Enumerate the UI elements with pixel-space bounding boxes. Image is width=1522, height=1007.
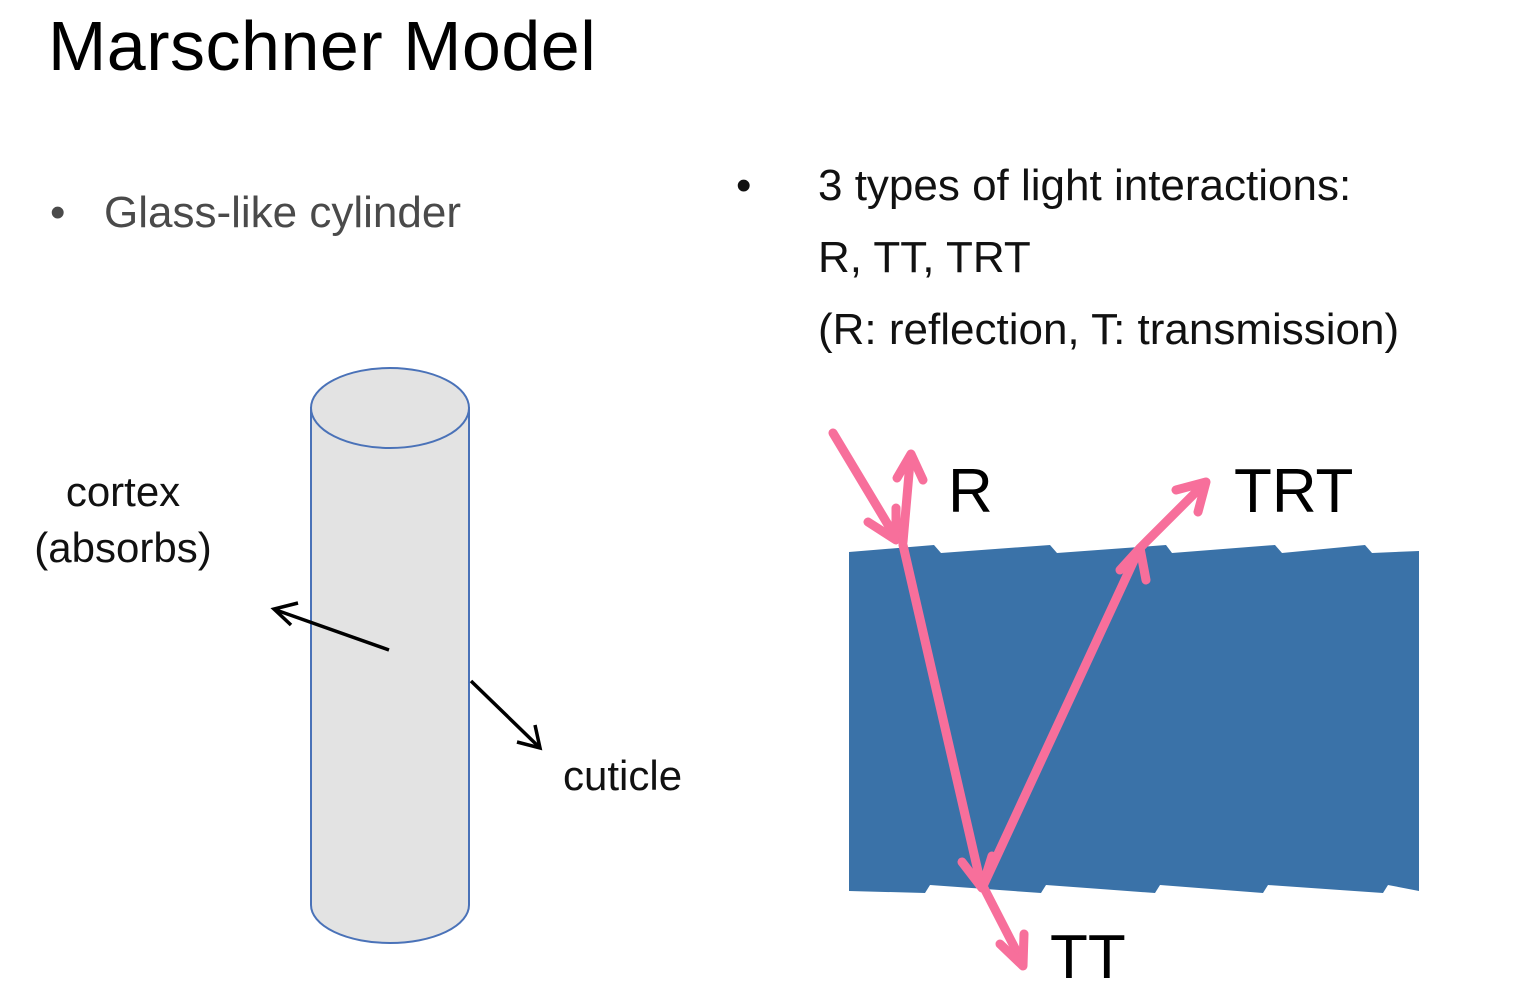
bullet-text: Glass-like cylinder [104,188,461,237]
trt-ray [1135,483,1205,553]
bullet-dot: • [50,188,66,237]
transmission-ray-tt-head [995,929,1029,971]
cortex-label: cortex (absorbs) [22,464,224,576]
cylinder-body [310,407,470,944]
internal-reflection-ray [979,551,1141,889]
bullet-line-3: (R: reflection, T: transmission) [818,305,1400,354]
hair-cylinder [310,367,470,944]
incoming-ray [828,428,895,533]
bullet-lines: 3 types of light interactions: R, TT, TR… [818,150,1399,366]
bullet-glass-like-cylinder: • Glass-like cylinder [50,188,461,238]
cuticle-label: cuticle [563,752,683,799]
refracted-ray-inside [898,540,985,885]
cuticle-pointer-arrow [469,679,540,748]
trt-ray-head [1171,477,1211,517]
bullet-line-1: 3 types of light interactions: [818,161,1352,210]
bullet-line-2: R, TT, TRT [818,233,1031,282]
cylinder-top [310,367,470,449]
cortex-label-line1: cortex [65,468,181,515]
slide-title: Marschner Model [48,7,597,85]
cuticle-arrow-head [516,724,543,751]
incoming-ray-head [863,503,901,545]
cortex-pointer-arrow [275,608,390,652]
reflection-ray-r [898,457,915,547]
ray-label-trt: TRT [1234,457,1354,526]
hair-fiber-section [849,545,1419,893]
ray-label-r: R [948,457,993,526]
bullet-dot: • [736,161,752,210]
transmission-ray-tt [979,883,1025,963]
reflection-ray-r-head [892,449,928,485]
cortex-label-line2: (absorbs) [34,524,212,571]
cortex-arrow-head [270,601,299,627]
light-rays [828,428,1211,971]
ray-label-tt: TT [1050,923,1126,992]
